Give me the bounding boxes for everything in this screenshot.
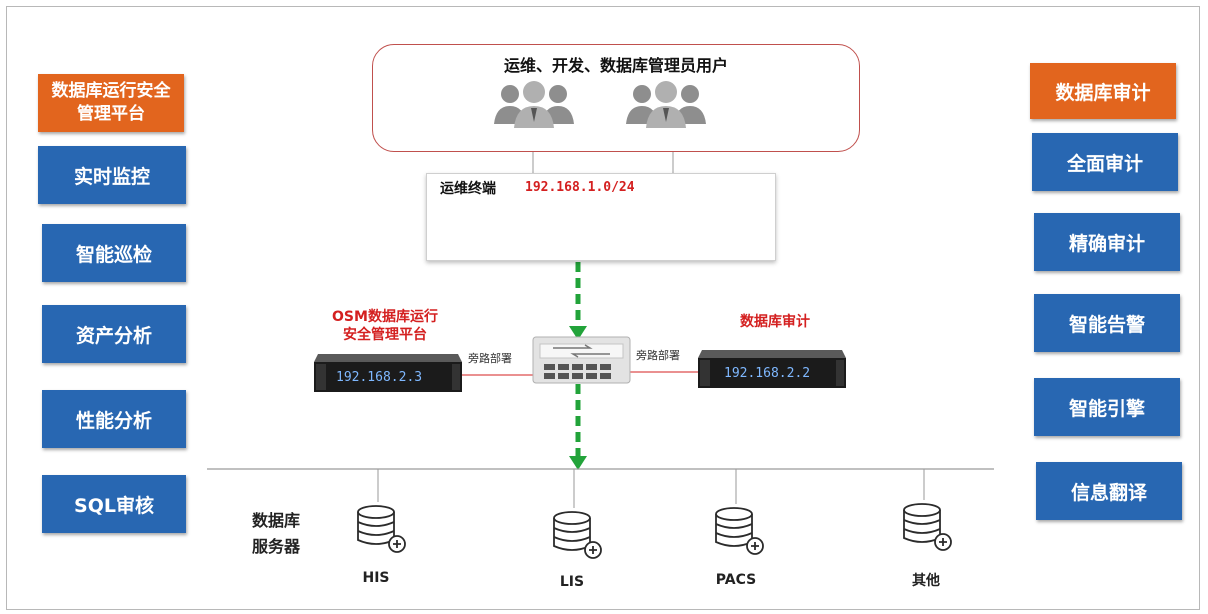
left-item-label: 实时监控 — [73, 165, 150, 188]
db-label-his: HIS — [362, 570, 390, 586]
right-item-precise-audit: 精确审计 — [1034, 213, 1180, 271]
audit-server-icon — [698, 350, 846, 388]
right-panel-title-text: 数据库审计 — [1055, 81, 1151, 104]
user-group-icon — [494, 81, 574, 128]
right-item-info-translate: 信息翻译 — [1036, 462, 1182, 520]
db-label-pacs: PACS — [715, 572, 757, 588]
db-label-other: 其他 — [912, 573, 940, 589]
left-item-performance-analysis: 性能分析 — [42, 390, 186, 448]
green-arrow-down — [569, 262, 587, 340]
left-item-realtime-monitor: 实时监控 — [38, 146, 186, 204]
right-item-smart-alert: 智能告警 — [1034, 294, 1180, 352]
switch-icon — [532, 336, 631, 384]
users-group-box — [372, 44, 860, 152]
right-item-label: 全面审计 — [1066, 152, 1143, 175]
database-icon — [553, 511, 602, 559]
left-item-label: 资产分析 — [75, 324, 152, 347]
db-label-lis: LIS — [559, 574, 585, 590]
terminal-box — [426, 173, 776, 261]
left-item-label: 性能分析 — [75, 409, 152, 432]
right-item-smart-engine: 智能引擎 — [1034, 378, 1180, 436]
left-panel-title-text: 数据库运行安全管理平台 — [51, 81, 171, 124]
database-icon — [903, 503, 952, 551]
audit-server-ip: 192.168.2.2 — [724, 366, 811, 381]
osm-server-icon — [314, 354, 462, 392]
terminal-ip: 192.168.1.0/24 — [525, 180, 635, 195]
left-item-sql-review: SQL审核 — [42, 475, 186, 533]
right-item-label: 精确审计 — [1068, 232, 1145, 255]
terminal-title: 运维终端 — [440, 181, 496, 197]
database-icon — [357, 505, 406, 553]
db-server-group-label-line2: 服务器 — [252, 537, 301, 556]
users-title: 运维、开发、数据库管理员用户 — [503, 56, 728, 75]
right-item-label: 信息翻译 — [1070, 481, 1147, 504]
db-server-group-label-line1: 数据库 — [252, 511, 301, 530]
right-item-full-audit: 全面审计 — [1032, 133, 1178, 191]
right-item-label: 智能引擎 — [1068, 397, 1145, 420]
left-item-smart-inspection: 智能巡检 — [42, 224, 186, 282]
diagram-frame — [6, 6, 1200, 610]
left-panel-title: 数据库运行安全管理平台 — [38, 74, 184, 132]
right-item-label: 智能告警 — [1068, 313, 1145, 336]
osm-server-label: OSM数据库运行 安全管理平台 — [310, 308, 460, 344]
osm-server-label-line1: OSM数据库运行 — [332, 309, 438, 325]
db-server-group-label: 数据库 服务器 — [252, 508, 300, 560]
bypass-label-right: 旁路部署 — [636, 349, 680, 362]
osm-server-label-line2: 安全管理平台 — [343, 327, 427, 343]
left-item-asset-analysis: 资产分析 — [42, 305, 186, 363]
bypass-label-left: 旁路部署 — [468, 352, 512, 365]
osm-server-ip: 192.168.2.3 — [336, 370, 423, 385]
database-icon — [715, 507, 764, 555]
user-group-icon — [626, 81, 706, 128]
left-item-label: SQL审核 — [74, 494, 154, 517]
green-arrow-down — [569, 384, 587, 470]
audit-server-label: 数据库审计 — [740, 314, 810, 330]
left-item-label: 智能巡检 — [75, 243, 152, 266]
right-panel-title: 数据库审计 — [1030, 63, 1176, 119]
